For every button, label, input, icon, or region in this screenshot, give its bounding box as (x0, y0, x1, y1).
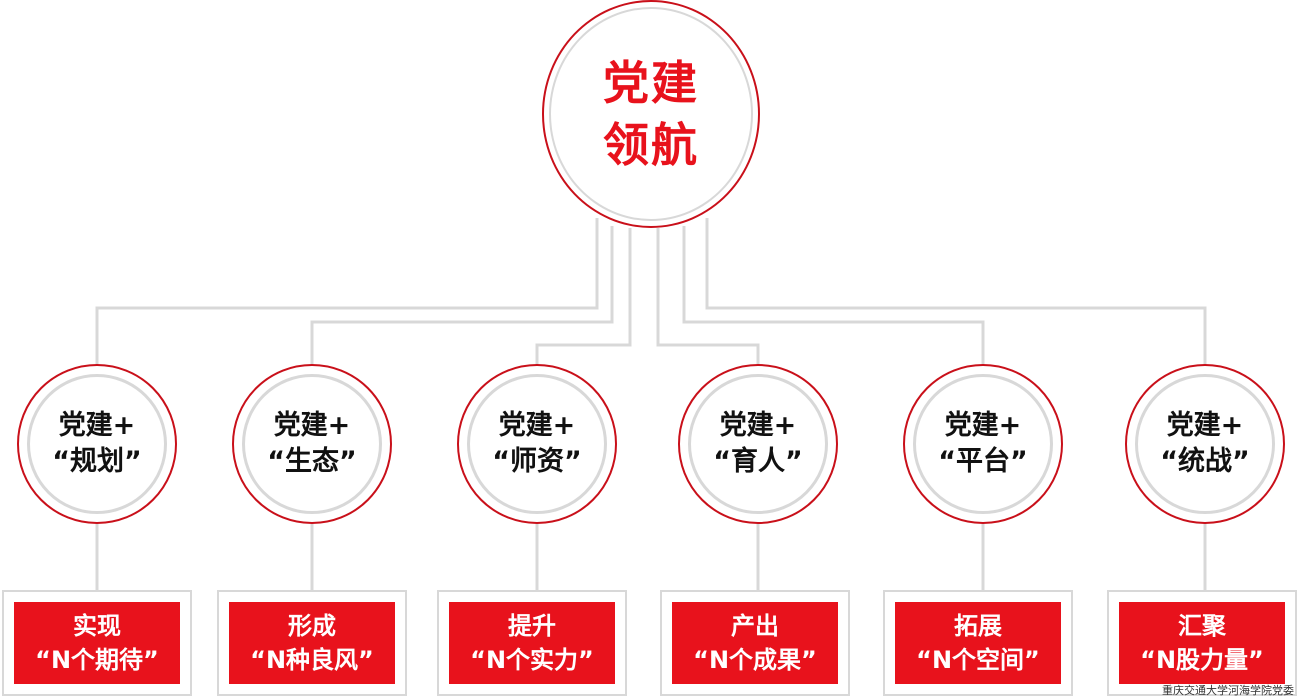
node-inner-ring (242, 374, 382, 514)
result-box-5: 拓展 “N个空间” (883, 590, 1073, 696)
result-box-fill: 提升 “N个实力” (449, 602, 615, 684)
result-box-fill: 实现 “N个期待” (14, 602, 180, 684)
connector-root-to-node-5 (682, 226, 985, 364)
node-inner-ring (467, 374, 607, 514)
result-box-fill: 汇聚 “N股力量” (1119, 602, 1285, 684)
node-inner-ring (688, 374, 828, 514)
connector-root-to-node-6 (705, 218, 1207, 364)
result-box-6: 汇聚 “N股力量” (1107, 590, 1297, 696)
node-title: 党建+ “规划” (52, 410, 142, 477)
result-box-3: 提升 “N个实力” (437, 590, 627, 696)
connector-root-to-node-4 (656, 228, 760, 364)
result-box-fill: 形成 “N种良风” (229, 602, 395, 684)
node-circle-united-front: 党建+ “统战” (1125, 364, 1285, 524)
node-title: 党建+ “平台” (938, 410, 1028, 477)
node-title: 党建+ “育人” (713, 410, 803, 477)
root-node-label: 党建 领航 (603, 56, 699, 172)
root-node-inner-ring (549, 7, 753, 221)
result-box-fill: 拓展 “N个空间” (895, 602, 1061, 684)
node-title: 党建+ “统战” (1160, 410, 1250, 477)
node-title: 党建+ “生态” (267, 410, 357, 477)
result-box-2: 形成 “N种良风” (217, 590, 407, 696)
node-circle-planning: 党建+ “规划” (17, 364, 177, 524)
connector-root-to-node-1 (95, 218, 599, 364)
connector-root-to-node-3 (535, 228, 632, 364)
node-circle-faculty: 党建+ “师资” (457, 364, 617, 524)
result-box-1: 实现 “N个期待” (2, 590, 192, 696)
node-inner-ring (1135, 374, 1275, 514)
result-label: 实现 “N个期待” (35, 612, 159, 674)
result-label: 汇聚 “N股力量” (1140, 612, 1264, 674)
node-inner-ring (27, 374, 167, 514)
node-circle-ecology: 党建+ “生态” (232, 364, 392, 524)
footer-caption: 重庆交通大学河海学院党委 (1162, 685, 1294, 697)
node-circle-education: 党建+ “育人” (678, 364, 838, 524)
result-box-4: 产出 “N个成果” (660, 590, 850, 696)
connector-root-to-node-2 (310, 226, 614, 364)
result-label: 拓展 “N个空间” (916, 612, 1040, 674)
root-node: 党建 领航 (542, 0, 760, 228)
result-label: 提升 “N个实力” (470, 612, 594, 674)
result-label: 产出 “N个成果” (693, 612, 817, 674)
result-label: 形成 “N种良风” (250, 612, 374, 674)
result-box-fill: 产出 “N个成果” (672, 602, 838, 684)
node-circle-platform: 党建+ “平台” (903, 364, 1063, 524)
node-inner-ring (913, 374, 1053, 514)
node-title: 党建+ “师资” (492, 410, 582, 477)
